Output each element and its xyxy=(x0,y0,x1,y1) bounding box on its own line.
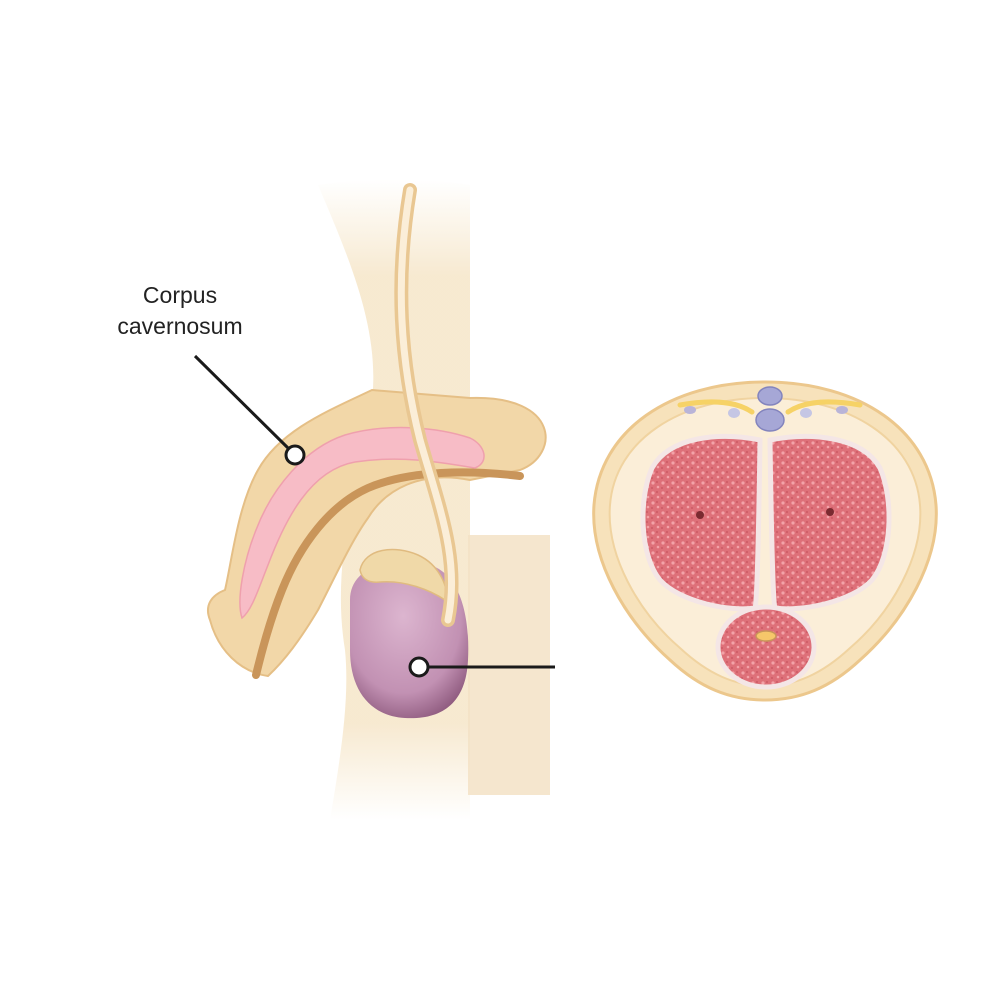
corpus-cavernosum-label-line1: Corpus xyxy=(143,282,217,308)
corpus-cavernosum-shape xyxy=(239,426,485,620)
deep-dorsal-vein xyxy=(755,408,785,432)
right-dorsal-artery xyxy=(800,408,812,418)
left-dorsal-nerve xyxy=(684,406,696,414)
testis-shape xyxy=(350,561,469,719)
testis-marker xyxy=(408,656,430,678)
urethra-channel xyxy=(252,468,524,679)
corpus-cavernosum-leader-line xyxy=(193,354,290,450)
thigh-shape xyxy=(468,535,550,795)
cross-section-view xyxy=(592,380,938,702)
corpus-cavernosum-marker xyxy=(284,444,306,466)
vas-deferens-core xyxy=(397,186,456,624)
dorsal-fat-band xyxy=(677,399,863,415)
urethra-lumen xyxy=(755,630,777,642)
left-dorsal-artery xyxy=(728,408,740,418)
right-cavernosal-artery xyxy=(826,508,834,516)
corpus-cavernosum-label-line2: cavernosum xyxy=(117,313,242,339)
left-cavernosal-artery xyxy=(696,511,704,519)
right-dorsal-nerve xyxy=(836,406,848,414)
right-corpus-cavernosum xyxy=(767,434,892,612)
corpus-spongiosum xyxy=(715,604,817,690)
left-corpus-cavernosum xyxy=(640,434,763,612)
superficial-dorsal-vein xyxy=(757,386,783,406)
sagittal-view: Corpus cavernosum xyxy=(117,179,555,820)
